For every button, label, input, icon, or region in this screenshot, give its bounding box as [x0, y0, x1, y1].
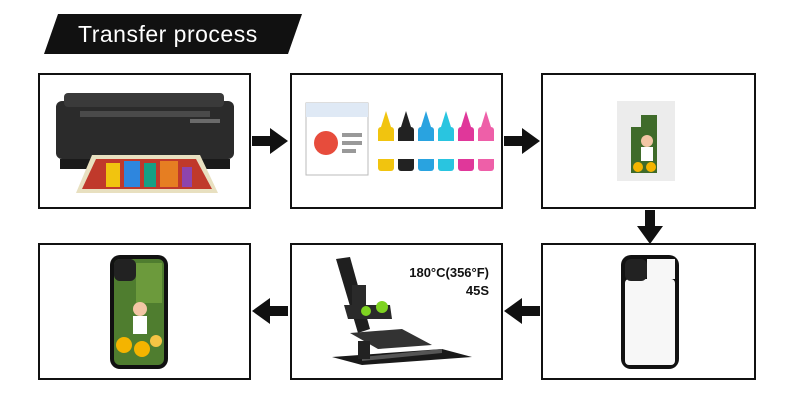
arrow-right-1 — [252, 128, 288, 154]
heat-press-icon — [332, 257, 472, 365]
arrow-down — [637, 210, 663, 244]
step-blank-case — [541, 243, 756, 380]
transfer-paper-icon — [617, 101, 675, 181]
temperature-label: 180°C(356°F) — [409, 265, 489, 280]
page-title: Transfer process — [78, 21, 258, 47]
printer-icon — [56, 93, 234, 193]
phone-case-blank-icon — [621, 255, 679, 369]
title-banner-shape — [44, 14, 302, 54]
step-heat-press: 180°C(356°F) 45S — [290, 243, 503, 380]
step-materials — [290, 73, 503, 209]
title-banner: Transfer process — [44, 14, 302, 54]
arrow-left-1 — [504, 298, 540, 324]
time-label: 45S — [465, 283, 489, 298]
arrow-left-2 — [252, 298, 288, 324]
arrow-right-2 — [504, 128, 540, 154]
phone-case-printed-icon — [110, 255, 168, 369]
paper-and-ink-icon — [305, 102, 494, 176]
step-printed-transfer — [541, 73, 756, 209]
step-finished-case — [38, 243, 251, 380]
step-print — [38, 73, 251, 209]
